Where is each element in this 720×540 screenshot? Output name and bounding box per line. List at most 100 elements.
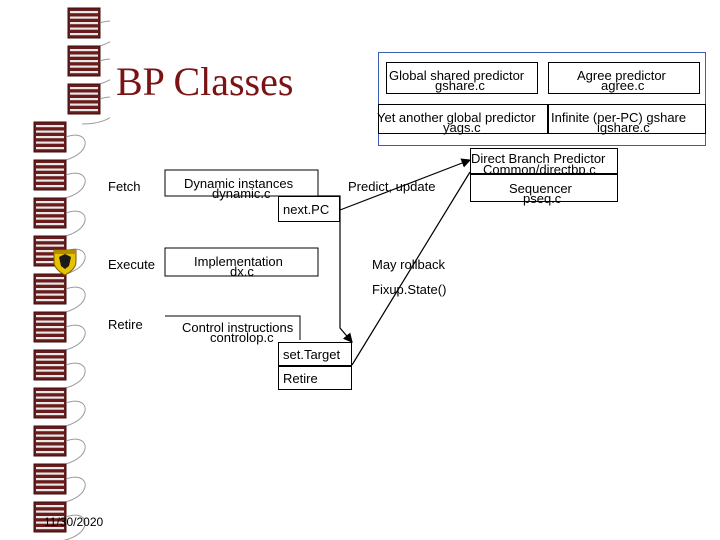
implementation-name: Implementation (194, 254, 283, 269)
binder-tab-stripe (70, 27, 98, 30)
infinite-gshare-name: Infinite (per-PC) gshare (551, 110, 687, 125)
binder-tab-stripe (36, 168, 64, 171)
binder-tab-stripe (36, 250, 64, 253)
stage-retire: Retire (108, 317, 143, 332)
binder-tab-stripe (36, 472, 64, 475)
direct-branch-predictor-name: Direct Branch Predictor (471, 151, 606, 166)
yet-another-predictor-name: Yet another global predictor (377, 110, 536, 125)
connector-control (165, 315, 301, 340)
set-target-method: set.Target (283, 347, 341, 362)
predict-update-label: Predict, update (348, 179, 436, 194)
slide-date: 11/30/2020 (44, 515, 104, 529)
binder-tab-stripe (36, 147, 64, 150)
binder-tab-stripe (36, 141, 64, 144)
binder-tab-stripe (36, 320, 64, 323)
binder-tab-stripe (36, 516, 64, 519)
binder-tab-stripe (36, 353, 64, 356)
retire-method: Retire (283, 371, 318, 386)
binder-tab-stripe (36, 282, 64, 285)
agree-predictor-box: Agree predictor agree.c (548, 62, 700, 94)
global-shared-predictor-name: Global shared predictor (389, 68, 525, 83)
binder-tab-stripe (36, 185, 64, 188)
binder-tab-stripe (36, 239, 64, 242)
binder-tab-stripe (36, 369, 64, 372)
binder-tab-stripe (70, 103, 98, 106)
may-rollback-label: May rollback (372, 257, 445, 272)
binder-tab-stripe (36, 261, 64, 264)
binder-tab-stripe (36, 212, 64, 215)
binder-tab-stripe (70, 60, 98, 63)
binder-tab-stripe (70, 33, 98, 36)
binder-tab-stripe (36, 478, 64, 481)
binder-tab-stripe (36, 206, 64, 209)
sequencer-file: pseq.c (523, 191, 562, 206)
binder-tab-stripe (70, 49, 98, 52)
binder-rings-decoration (33, 7, 110, 540)
binder-tab-stripe (36, 483, 64, 486)
binder-tab-stripe (36, 521, 64, 524)
binder-tab-stripe (70, 87, 98, 90)
binder-tab-stripe (36, 440, 64, 443)
binder-tab-stripe (36, 163, 64, 166)
control-instructions-file: controlop.c (210, 330, 274, 345)
fixup-state-label: Fixup.State() (372, 282, 447, 297)
yet-another-predictor-file: yags.c (443, 120, 481, 135)
binder-tab-stripe (36, 375, 64, 378)
direct-branch-predictor-box: Direct Branch Predictor Common/directbp.… (470, 148, 618, 177)
binder-tab-stripe (36, 244, 64, 247)
binder-tab-stripe (36, 510, 64, 513)
binder-tab-stripe (70, 65, 98, 68)
dynamic-instances-file: dynamic.c (212, 186, 271, 201)
binder-tab-stripe (70, 54, 98, 57)
direct-branch-predictor-file: Common/directbp.c (483, 162, 596, 177)
binder-tab-stripe (36, 413, 64, 416)
implementation-file: dx.c (230, 264, 254, 279)
binder-tab-stripe (70, 92, 98, 95)
binder-tab-stripe (36, 451, 64, 454)
binder-tab-stripe (36, 125, 64, 128)
binder-tab-stripe (36, 331, 64, 334)
binder-ring (81, 96, 110, 125)
connector-implementation (164, 247, 319, 277)
binder-tab-stripe (36, 179, 64, 182)
binder-tab-stripe (36, 429, 64, 432)
rollback-fixup-line (351, 171, 471, 366)
binder-tab-stripe (36, 288, 64, 291)
binder-tab-stripe (36, 434, 64, 437)
binder-tab-stripe (36, 391, 64, 394)
control-instructions-name: Control instructions (182, 320, 294, 335)
binder-tab-stripe (36, 201, 64, 204)
binder-tab-stripe (36, 396, 64, 399)
global-shared-predictor-file: gshare.c (435, 78, 485, 93)
binder-tab-stripe (70, 22, 98, 25)
binder-tab-stripe (36, 445, 64, 448)
next-pc-method-box: next.PC (278, 196, 340, 222)
binder-tab-stripe (36, 174, 64, 177)
binder-tab-stripe (36, 527, 64, 530)
sequencer-box: Sequencer pseq.c (470, 174, 618, 206)
binder-tab-stripe (36, 358, 64, 361)
set-target-method-box: set.Target (278, 342, 352, 366)
stage-fetch: Fetch (108, 179, 141, 194)
binder-tab-stripe (36, 337, 64, 340)
binder-tab-stripe (70, 11, 98, 14)
binder-tab-stripe (36, 299, 64, 302)
binder-tab-stripe (36, 136, 64, 139)
infinite-gshare-file: igshare.c (597, 120, 650, 135)
binder-tab-stripe (36, 217, 64, 220)
agree-predictor-file: agree.c (601, 78, 645, 93)
binder-tab-stripe (36, 277, 64, 280)
binder-tab-stripe (70, 98, 98, 101)
infinite-gshare-box: Infinite (per-PC) gshare igshare.c (548, 104, 706, 135)
next-pc-method: next.PC (283, 202, 330, 217)
binder-tab-stripe (36, 293, 64, 296)
sequencer-name: Sequencer (509, 181, 572, 196)
binder-tab-stripe (36, 489, 64, 492)
yet-another-predictor-box: Yet another global predictor yags.c (377, 104, 548, 135)
binder-tab-stripe (36, 505, 64, 508)
binder-tab-stripe (36, 364, 64, 367)
binder-tab-stripe (36, 467, 64, 470)
binder-tab-stripe (36, 255, 64, 258)
predict-update-arrow (339, 158, 472, 211)
binder-tab-stripe (36, 402, 64, 405)
